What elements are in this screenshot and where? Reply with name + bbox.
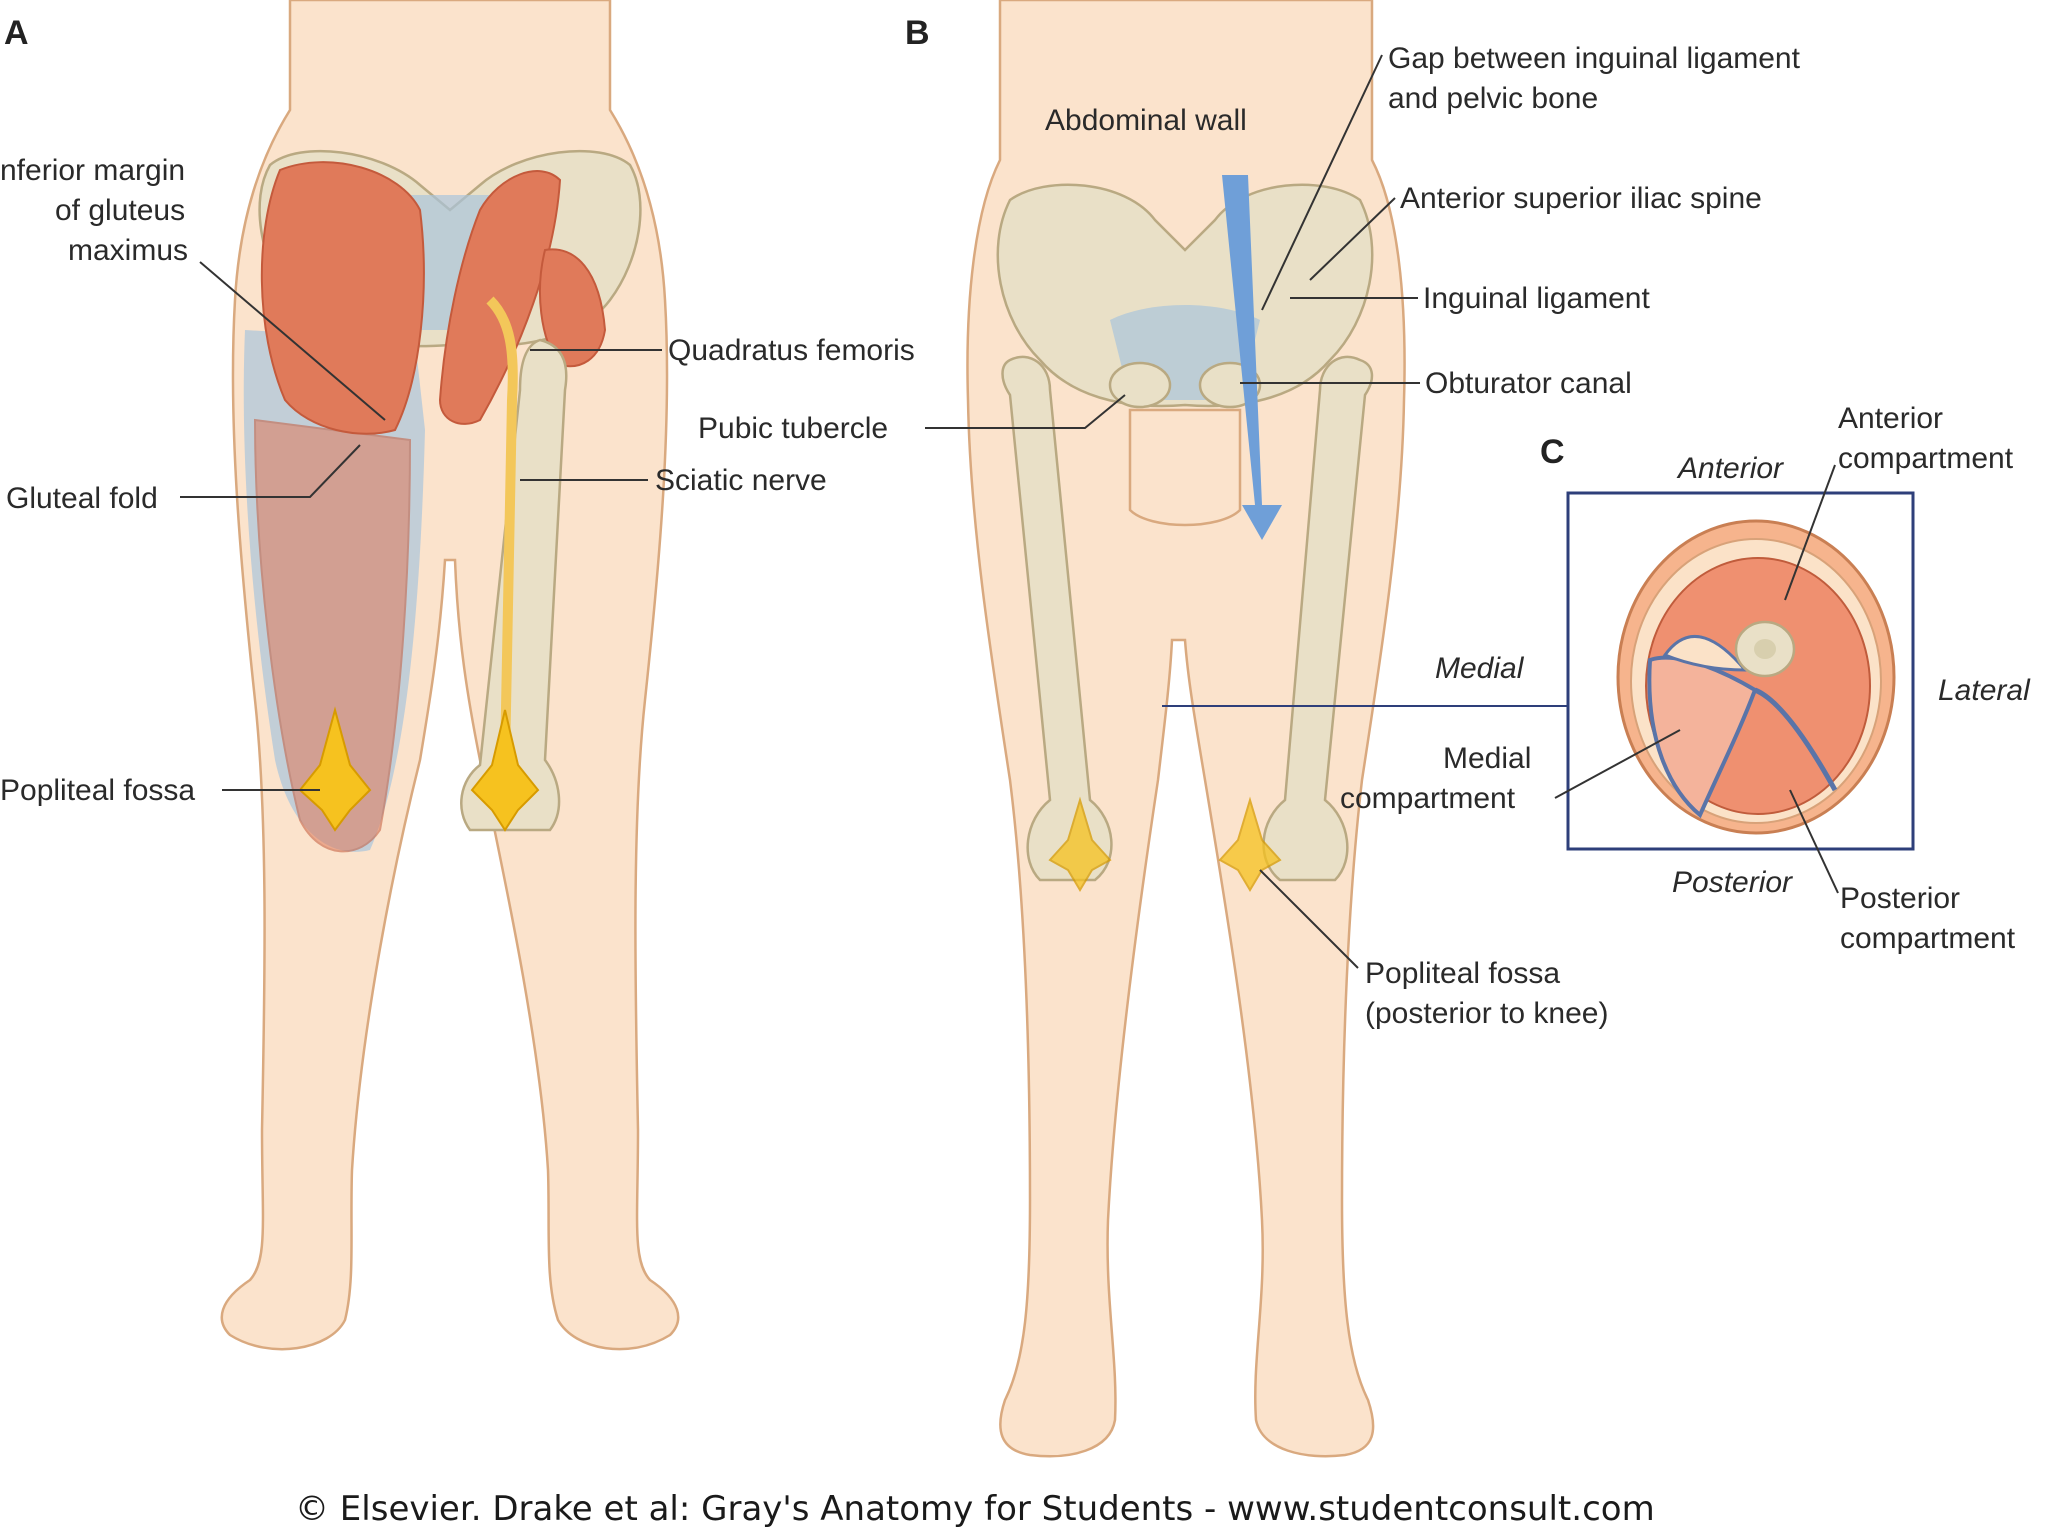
copyright-credit: © Elsevier. Drake et al: Gray's Anatomy …	[295, 1489, 1655, 1529]
label-pubic-tubercle: Pubic tubercle	[698, 412, 888, 445]
sciatic-nerve	[486, 296, 518, 761]
leader-popliteal-fossa-b	[1259, 869, 1359, 969]
label-sciatic-nerve: Sciatic nerve	[655, 464, 827, 497]
label-medial-compartment-line1: Medial	[1443, 742, 1531, 775]
orientation-anterior: Anterior	[1676, 452, 1784, 485]
label-gap-line2: and pelvic bone	[1388, 82, 1598, 115]
leader-gap	[1261, 54, 1383, 311]
panel-b: B Abdominal wall Gap between inguinal li…	[698, 0, 1801, 1458]
hamstrings-left	[253, 418, 412, 853]
femur-right-anterior	[1262, 355, 1374, 882]
panel-a-letter: A	[4, 14, 29, 52]
popliteal-fossa-right	[470, 709, 540, 832]
label-gluteal-fold: Gluteal fold	[6, 482, 158, 515]
leader-gluteal-fold	[180, 444, 361, 498]
genital-outline	[1128, 408, 1242, 527]
label-inferior-margin-gluteus-line3: maximus	[68, 234, 188, 267]
label-asis: Anterior superior iliac spine	[1400, 182, 1762, 215]
label-abdominal-wall: Abdominal wall	[1045, 104, 1247, 137]
label-popliteal-fossa-a: Popliteal fossa	[0, 774, 195, 807]
orientation-lateral: Lateral	[1938, 674, 2031, 707]
leader-inferior-margin	[199, 261, 386, 421]
label-inferior-margin-gluteus-line1: nferior margin	[0, 154, 185, 187]
orientation-posterior: Posterior	[1672, 866, 1793, 899]
popliteal-fossa-left	[298, 706, 372, 832]
leader-medial-compartment	[1554, 729, 1681, 799]
leader-anterior-compartment	[1784, 464, 1836, 601]
cross-section-frame	[1566, 491, 1915, 851]
label-inferior-margin-gluteus-line2: of gluteus	[55, 194, 185, 227]
popliteal-fossa-b-left	[1048, 796, 1112, 892]
quadratus-femoris-muscle	[539, 248, 607, 368]
panel-b-letter: B	[905, 14, 930, 52]
passage-arrow	[1222, 175, 1282, 540]
panel-c: C Anterior Posterior Medial Lateral Ante…	[1162, 402, 2031, 955]
panel-a: A nferior margin of gluteus maximus Quad…	[0, 0, 915, 1351]
leader-pubic-tubercle	[925, 394, 1126, 429]
label-popliteal-fossa-b-line1: Popliteal fossa	[1365, 957, 1560, 990]
leader-asis	[1309, 197, 1396, 281]
label-anterior-compartment-line1: Anterior	[1838, 402, 1943, 435]
femur-right	[460, 338, 568, 832]
femur-marrow	[1754, 639, 1776, 659]
label-posterior-compartment-line2: compartment	[1840, 922, 2016, 955]
panel-c-letter: C	[1540, 433, 1565, 471]
pelvis-anterior	[996, 183, 1374, 408]
label-gap-line1: Gap between inguinal ligament	[1388, 42, 1801, 75]
gluteus-maximus-left	[260, 161, 425, 435]
leader-posterior-compartment	[1789, 789, 1839, 894]
label-inguinal-ligament: Inguinal ligament	[1423, 282, 1650, 315]
posterior-compartment-divider	[1753, 687, 1838, 792]
label-posterior-compartment-line1: Posterior	[1840, 882, 1960, 915]
femur-left-anterior	[1001, 355, 1113, 882]
popliteal-fossa-b-right	[1218, 796, 1282, 892]
orientation-medial: Medial	[1435, 652, 1525, 685]
label-anterior-compartment-line2: compartment	[1838, 442, 2014, 475]
label-quadratus-femoris: Quadratus femoris	[668, 334, 915, 367]
label-popliteal-fossa-b-line2: (posterior to knee)	[1365, 997, 1608, 1030]
label-obturator-canal: Obturator canal	[1425, 367, 1632, 400]
label-medial-compartment-line2: compartment	[1340, 782, 1516, 815]
gluteus-maximus-right	[438, 170, 562, 425]
